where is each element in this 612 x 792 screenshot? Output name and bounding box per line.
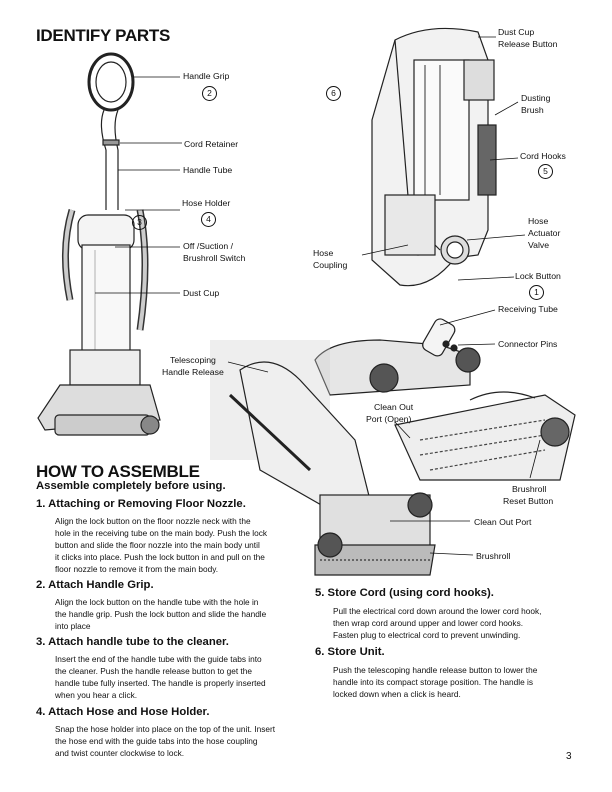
step-1-line: it clicks into place. Push the lock butt… [55,552,265,563]
leader-lines [95,36,541,556]
step-4-line: the hose end with the guide tabs into th… [55,736,258,747]
label-brushroll: Brushroll [476,551,511,561]
step-2-body: Align the lock button on the handle tube… [55,596,300,632]
label-dust-cup-release-1: Dust Cup [498,27,535,37]
main-body-illustration [371,27,497,287]
folded-vacuum-illustration [210,340,436,576]
step-3-title: 3. Attach handle tube to the cleaner. [36,636,229,648]
label-hose-holder: Hose Holder [182,198,231,208]
step-1-line: hole in the receiving tube on the main b… [55,528,268,539]
step-6-title: 6. Store Unit. [315,646,385,658]
step-3-body: Insert the end of the handle tube with t… [55,653,300,701]
label-receiving-tube: Receiving Tube [498,304,558,314]
label-hose-actuator-2: Actuator [528,228,561,238]
label-hose-actuator-3: Valve [528,240,550,250]
step-2-line: the handle grip. Push the lock button an… [55,609,267,620]
callout-5: 5 [538,164,553,179]
label-dusting-2: Brush [521,105,544,115]
label-clean-out-port: Clean Out Port [474,517,532,527]
step-5-line: Pull the electrical cord down around the… [333,606,542,616]
step-4-title: 4. Attach Hose and Hose Holder. [36,706,210,718]
label-cord-hooks: Cord Hooks [520,151,566,161]
label-lock-button: Lock Button [515,271,561,281]
label-cord-retainer: Cord Retainer [184,139,239,149]
label-handle-grip: Handle Grip [183,71,230,81]
label-dusting-1: Dusting [521,93,551,103]
label-hose-coupling-2: Coupling [313,260,348,270]
step-2-line: into place [55,621,91,632]
label-dust-cup: Dust Cup [183,288,220,298]
step-1-title: 1. Attaching or Removing Floor Nozzle. [36,498,246,510]
callout-1: 1 [529,285,544,300]
step-1-line: Align the lock button on the floor nozzl… [55,516,251,526]
callout-3: 3 [132,215,147,230]
label-hose-coupling-1: Hose [313,248,334,258]
step-4-body: Snap the hose holder into place on the t… [55,723,305,759]
step-3-line: the cleaner. Push the handle release but… [55,666,252,677]
open-nozzle-illustration [394,391,576,481]
assemble-subheading: Assemble completely before using. [36,480,226,492]
how-to-assemble-heading: HOW TO ASSEMBLE [36,462,200,481]
floor-nozzle-illustration [314,318,481,396]
label-switch-line2: Brushroll Switch [183,253,246,263]
label-switch-line1: Off /Suction / [183,241,234,251]
label-handle-tube: Handle Tube [183,165,233,175]
step-5-line: Fasten plug to electrical cord to preven… [333,630,521,641]
step-3-line: when you hear a click. [55,690,138,701]
label-clean-out-port-open-1: Clean Out [374,402,414,412]
label-brushroll-reset-1: Brushroll [512,484,547,494]
step-5-body: Pull the electrical cord down around the… [333,605,583,641]
step-1-line: floor nozzle to remove it from the main … [55,564,219,575]
step-5-line: then wrap cord around upper and lower co… [333,618,524,629]
step-2-line: Align the lock button on the handle tube… [55,597,259,607]
upright-vacuum-illustration [37,52,161,436]
label-telescoping-2: Handle Release [162,367,224,377]
identify-parts-heading: IDENTIFY PARTS [36,26,171,45]
step-1-body: Align the lock button on the floor nozzl… [55,515,300,575]
label-dust-cup-release-2: Release Button [498,39,558,49]
step-4-line: Snap the hose holder into place on the t… [55,724,276,734]
callout-2: 2 [202,86,217,101]
callout-4: 4 [201,212,216,227]
step-3-line: handle tube fully inserted. The handle i… [55,678,266,689]
step-2-title: 2. Attach Handle Grip. [36,579,154,591]
step-5-title: 5. Store Cord (using cord hooks). [315,587,494,599]
label-connector-pins: Connector Pins [498,339,558,349]
step-1-line: button and slide the floor nozzle into t… [55,540,260,551]
step-6-body: Push the telescoping handle release butt… [333,664,583,700]
step-4-line: and twist counter clockwise to lock. [55,748,185,759]
callout-6: 6 [326,86,341,101]
label-brushroll-reset-2: Reset Button [503,496,554,506]
step-6-line: handle into its compact storage position… [333,677,534,688]
label-clean-out-port-open-2: Port (Open) [366,414,412,424]
label-telescoping-1: Telescoping [170,355,216,365]
step-3-line: Insert the end of the handle tube with t… [55,654,262,664]
label-hose-actuator-1: Hose [528,216,549,226]
step-6-line: Push the telescoping handle release butt… [333,665,538,675]
page-number: 3 [566,751,572,762]
step-6-line: locked down when a click is heard. [333,689,461,700]
